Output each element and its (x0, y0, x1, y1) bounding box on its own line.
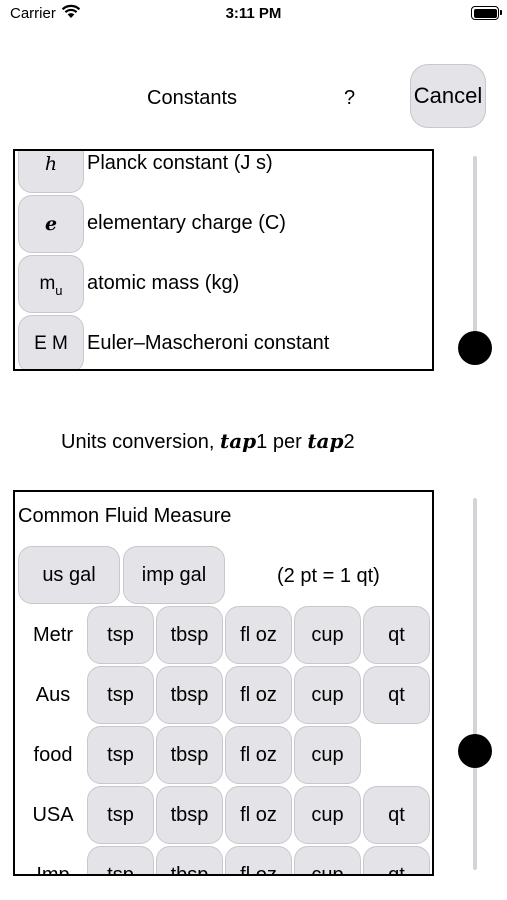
wifi-icon (61, 4, 81, 18)
category-title: Common Fluid Measure (18, 505, 232, 527)
unit-button-fl-oz[interactable]: fl oz (225, 726, 292, 784)
us-gal-button[interactable]: us gal (18, 546, 120, 604)
unit-button-tbsp[interactable]: tbsp (156, 666, 223, 724)
constants-scroll-knob[interactable] (458, 331, 492, 365)
unit-button-tsp[interactable]: tsp (87, 666, 154, 724)
cancel-button[interactable]: Cancel (410, 64, 486, 128)
page-title: Constants (147, 87, 238, 109)
constants-scroll-track[interactable] (473, 156, 477, 348)
constant-button-elementary-charge[interactable]: e (18, 195, 84, 253)
unit-button-fl-oz[interactable]: fl oz (225, 786, 292, 844)
unit-row-label: Metr (33, 624, 73, 646)
units-scroll-knob[interactable] (458, 733, 492, 768)
carrier-label: Carrier (10, 5, 56, 22)
unit-button-tsp[interactable]: tsp (87, 606, 154, 664)
unit-button-qt[interactable]: qt (363, 786, 430, 844)
imp-gal-button[interactable]: imp gal (123, 546, 225, 604)
unit-row-label: food (33, 744, 73, 766)
constant-label: Planck constant (J s) (87, 152, 273, 174)
constant-symbol: mu (39, 273, 63, 298)
constant-label: Euler–Mascheroni constant (87, 332, 330, 354)
unit-button-tbsp[interactable]: tbsp (156, 786, 223, 844)
unit-button-fl-oz[interactable]: fl oz (225, 666, 292, 724)
constant-button-planck[interactable]: h (18, 151, 84, 193)
battery-icon (471, 6, 502, 20)
unit-button-cup[interactable]: cup (294, 846, 361, 874)
list-item[interactable]: E M Euler–Mascheroni constant (15, 315, 432, 369)
clock: 3:11 PM (225, 5, 282, 22)
constant-button-atomic-mass[interactable]: mu (18, 255, 84, 313)
unit-button-fl-oz[interactable]: fl oz (225, 606, 292, 664)
list-item[interactable]: e elementary charge (C) (15, 195, 432, 255)
constants-list[interactable]: h Planck constant (J s) e elementary cha… (13, 149, 434, 371)
unit-button-tbsp[interactable]: tbsp (156, 846, 223, 874)
unit-row-label: Aus (35, 684, 71, 706)
unit-button-fl-oz[interactable]: fl oz (225, 846, 292, 874)
status-bar: Carrier 3:11 PM (0, 0, 507, 30)
conversion-note: (2 pt = 1 qt) (277, 565, 380, 587)
constant-symbol-subscript: u (55, 283, 63, 298)
units-scroll-track[interactable] (473, 498, 477, 870)
unit-row-label: USA (32, 804, 74, 826)
list-item[interactable]: mu atomic mass (kg) (15, 255, 432, 315)
unit-button-tbsp[interactable]: tbsp (156, 726, 223, 784)
list-item[interactable]: h Planck constant (J s) (15, 151, 432, 195)
unit-button-cup[interactable]: cup (294, 606, 361, 664)
unit-button-tsp[interactable]: tsp (87, 786, 154, 844)
unit-button-cup[interactable]: cup (294, 786, 361, 844)
unit-button-qt[interactable]: qt (363, 666, 430, 724)
constant-symbol: e (44, 213, 58, 235)
constant-symbol: E M (34, 333, 68, 354)
unit-button-tsp[interactable]: tsp (87, 726, 154, 784)
unit-button-qt[interactable]: qt (363, 606, 430, 664)
unit-row-label: Imp (36, 864, 70, 876)
unit-button-cup[interactable]: cup (294, 726, 361, 784)
constant-label: elementary charge (C) (87, 212, 286, 234)
unit-button-qt[interactable]: qt (363, 846, 430, 874)
units-section-title: Units conversion, tap1 per tap2 (61, 429, 355, 453)
unit-button-cup[interactable]: cup (294, 666, 361, 724)
units-list[interactable]: Common Fluid Measure us gal imp gal (2 p… (13, 490, 434, 876)
help-button[interactable]: ? (344, 87, 356, 109)
constant-symbol: h (44, 153, 58, 175)
constant-button-euler-mascheroni[interactable]: E M (18, 315, 84, 369)
unit-button-tsp[interactable]: tsp (87, 846, 154, 874)
constant-label: atomic mass (kg) (87, 272, 240, 294)
unit-button-tbsp[interactable]: tbsp (156, 606, 223, 664)
